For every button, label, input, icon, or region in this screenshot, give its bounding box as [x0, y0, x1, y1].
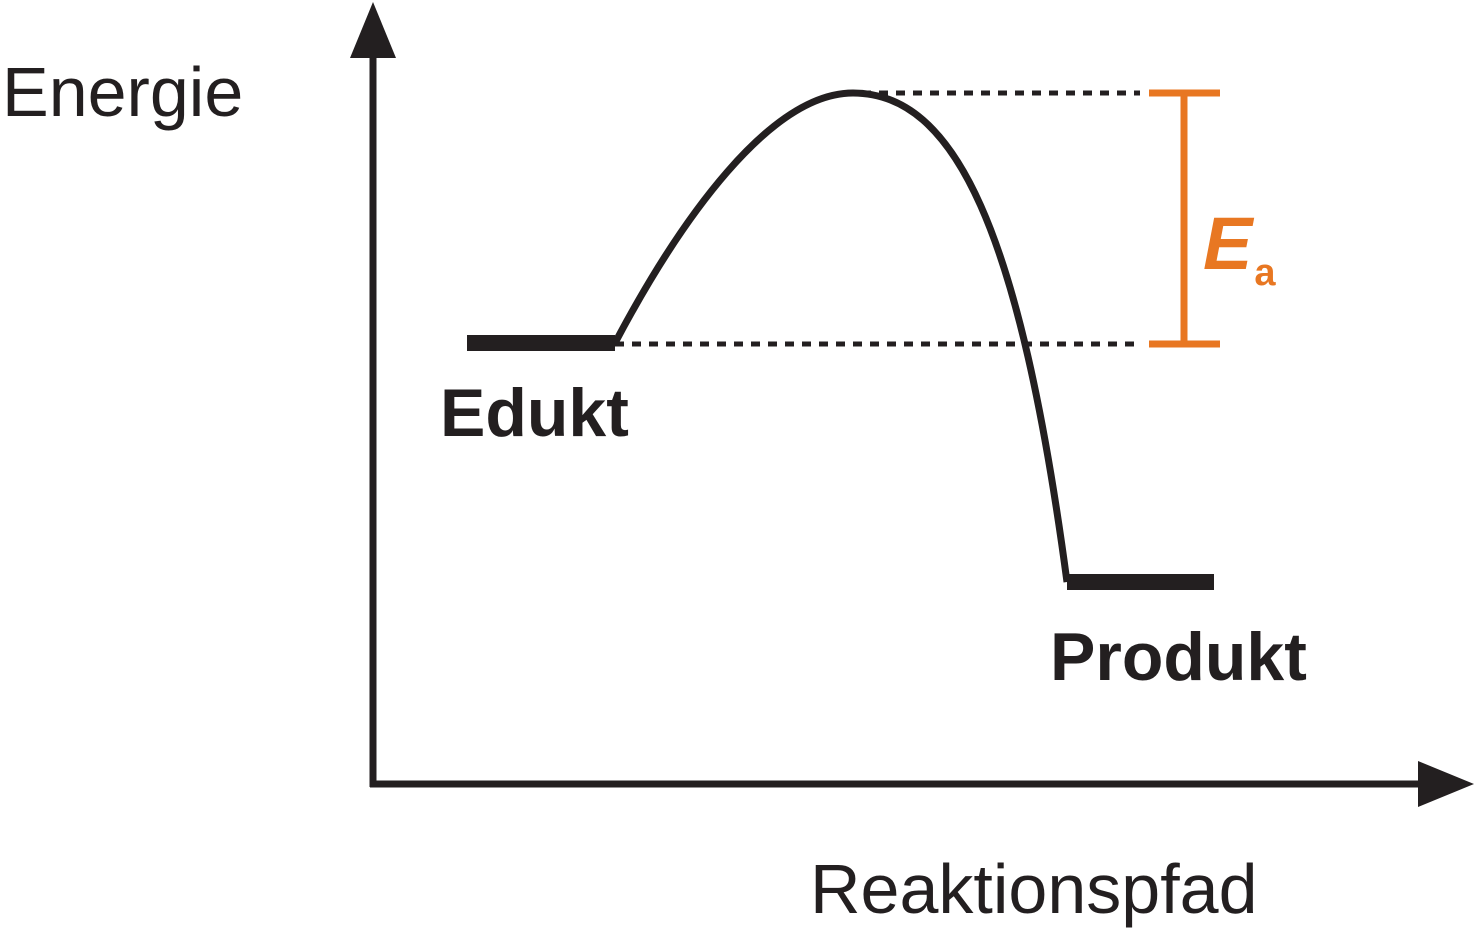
activation-energy-bracket — [1149, 89, 1220, 348]
activation-energy-subscript: a — [1254, 252, 1276, 294]
x-axis-arrowhead — [1418, 761, 1474, 807]
reaction-curve — [611, 89, 1071, 583]
activation-energy-label: Ea — [1203, 202, 1276, 294]
y-axis-arrowhead — [350, 2, 396, 58]
reactant-label: Edukt — [440, 375, 629, 451]
y-axis-title: Energie — [2, 53, 243, 131]
product-label: Produkt — [1050, 619, 1307, 695]
x-axis-title: Reaktionspfad — [810, 850, 1258, 928]
axes — [350, 2, 1474, 807]
activation-energy-symbol: E — [1203, 202, 1255, 285]
